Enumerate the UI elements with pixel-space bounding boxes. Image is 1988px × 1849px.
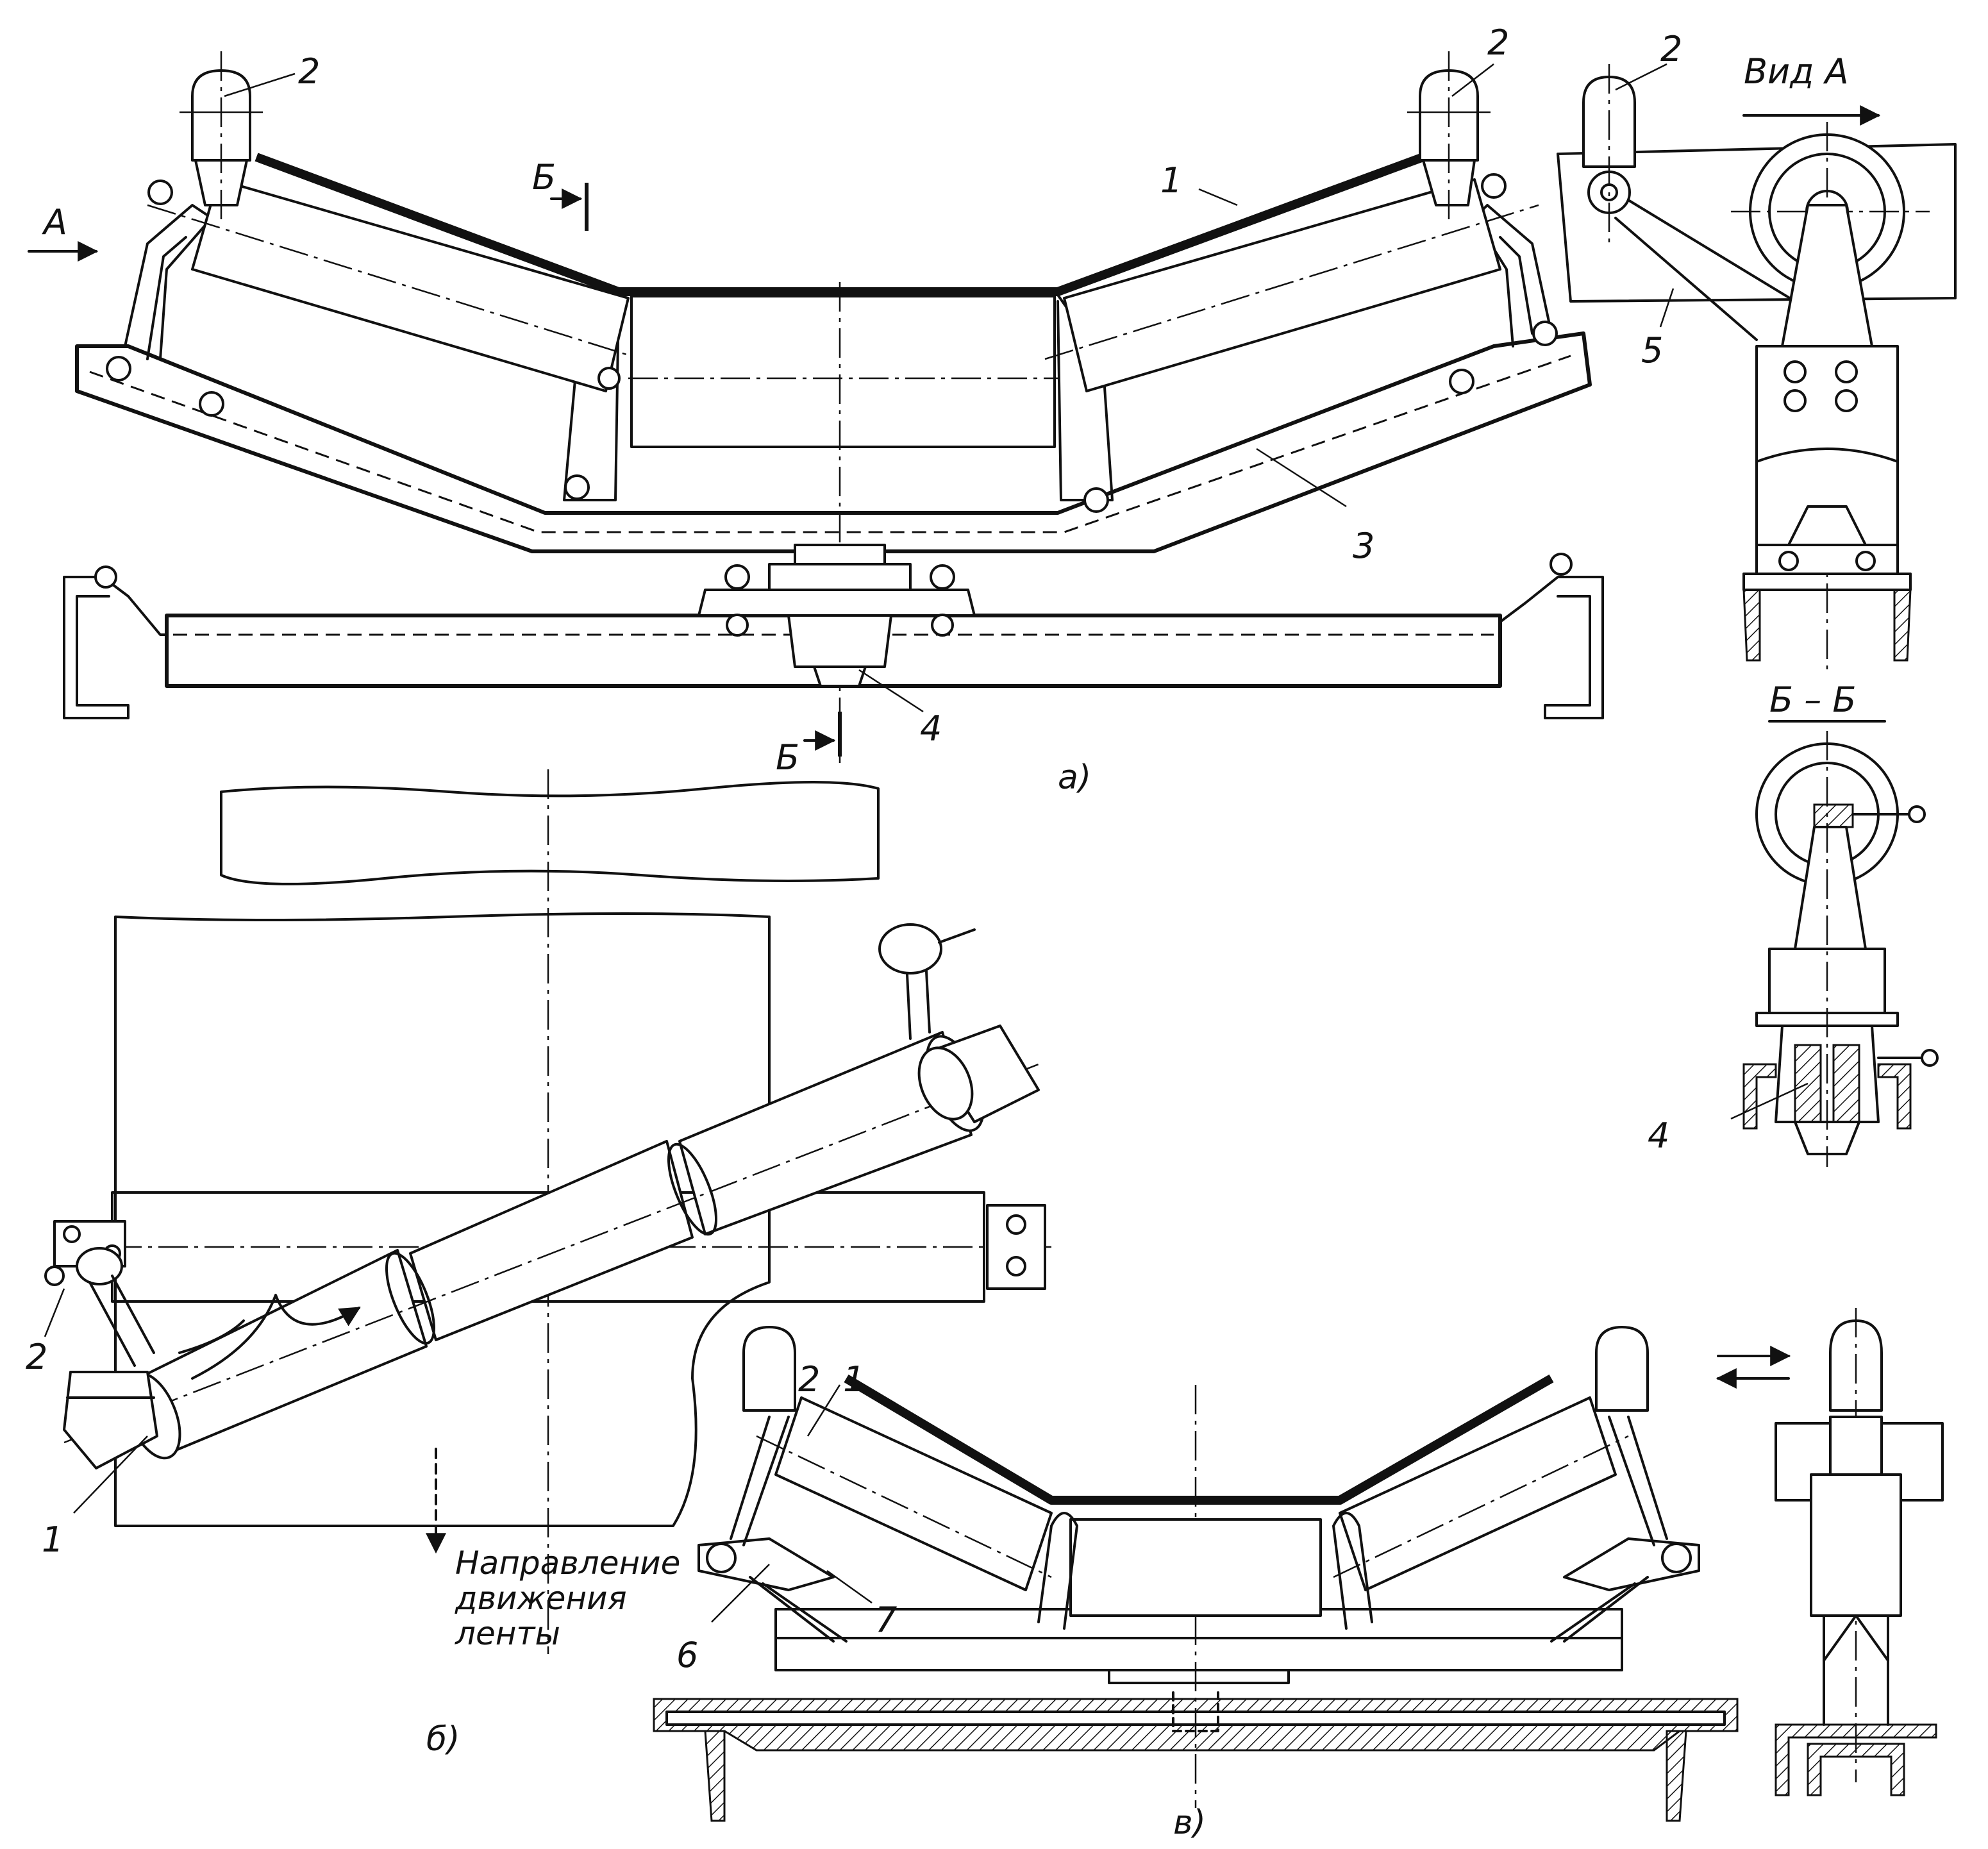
view-a-arrow: А	[28, 202, 99, 262]
plan-right-stop	[878, 923, 1040, 1123]
section-title: Б – Б	[1769, 680, 1856, 720]
conveyor-belt	[255, 153, 1425, 296]
v-label-2: 2	[798, 1359, 820, 1400]
plan-left-stop	[44, 1247, 158, 1469]
view-b-plan: Направление движения ленты 2 1 б)	[26, 769, 1051, 1759]
base-beam	[165, 614, 1502, 688]
view-a-troughing-idler: Б Б А 2 2 1 3 4 а)	[28, 22, 1604, 797]
section-b-b: Б – Б 4	[1648, 680, 1939, 1167]
label-3: 3	[1353, 526, 1374, 566]
direction-line-2: движения	[455, 1580, 627, 1617]
left-support	[63, 576, 168, 719]
caption-a: а)	[1058, 758, 1091, 797]
view-a-label-2: 2	[1660, 29, 1682, 69]
belt-break-top	[220, 781, 880, 885]
right-end-stop	[1407, 51, 1491, 224]
left-bracket	[124, 204, 213, 360]
plan-label-2: 2	[26, 1337, 47, 1377]
left-bracket-inner	[146, 236, 187, 360]
label-4: 4	[920, 708, 942, 749]
view-v-side	[1716, 1308, 1944, 1796]
label-2-right: 2	[1487, 22, 1509, 63]
frame-outline	[75, 331, 1592, 553]
v-label-7: 7	[875, 1600, 897, 1640]
direction-line-1: Направление	[455, 1544, 680, 1582]
center-roller	[630, 295, 1056, 448]
right-support	[1499, 576, 1604, 719]
view-a-side: Вид А 2 5	[1557, 29, 1957, 673]
svg-text:Б: Б	[776, 737, 799, 778]
section-mark-bottom: Б	[776, 712, 842, 778]
v-label-6: 6	[676, 1635, 698, 1675]
right-bracket-inner	[1499, 236, 1533, 335]
view-v-idler: 2 1 6 7 в)	[653, 1326, 1739, 1842]
section-label-4: 4	[1648, 1116, 1669, 1156]
v-label-1: 1	[843, 1359, 865, 1400]
svg-text:Б: Б	[532, 157, 556, 197]
direction-line-3: ленты	[455, 1615, 560, 1652]
caption-b: б)	[426, 1720, 460, 1759]
plan-label-1: 1	[42, 1519, 63, 1560]
label-1: 1	[1160, 160, 1182, 201]
left-inclined-roller	[191, 178, 630, 392]
frame-inner-dashed	[89, 355, 1571, 533]
svg-text:А: А	[42, 202, 67, 242]
pivot-assembly	[697, 544, 976, 687]
section-mark-top: Б	[532, 157, 589, 231]
view-a-label-5: 5	[1641, 330, 1663, 371]
belt-outline	[114, 912, 771, 1527]
frame-bolts	[106, 173, 1558, 513]
label-2-left: 2	[298, 51, 320, 92]
view-a-header: Вид А	[1744, 51, 1849, 92]
caption-v: в)	[1173, 1803, 1206, 1842]
